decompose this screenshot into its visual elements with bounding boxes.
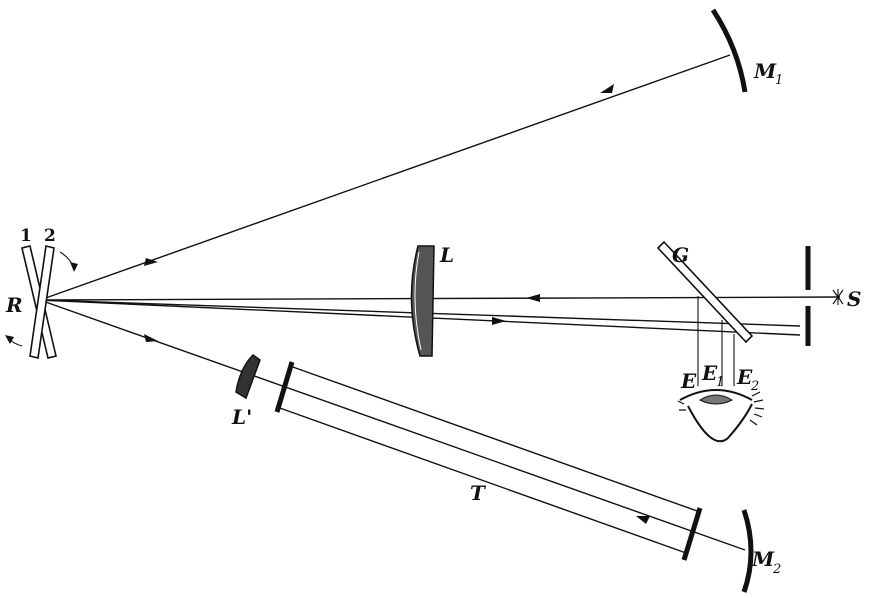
- arrow-r-m1-out: [144, 258, 158, 266]
- rotation-arrow-upper-head: [70, 262, 78, 272]
- arrow-m1-ray: [600, 84, 614, 93]
- label-beam-e2: E: [736, 365, 753, 389]
- tube-t: [274, 361, 703, 561]
- lens-l: [410, 245, 435, 357]
- mirror-m1: [710, 8, 748, 93]
- eye-icon: [677, 389, 765, 443]
- ray-r-to-m1: [39, 54, 731, 301]
- label-m2: M: [751, 547, 775, 571]
- plate-g: [656, 240, 754, 344]
- label-m1: M: [753, 59, 777, 83]
- arrow-main-left: [526, 294, 540, 302]
- tube-bottom-edge: [276, 406, 687, 554]
- observation-beams: [697, 296, 735, 386]
- label-rotator-r: R: [5, 293, 23, 317]
- rotator-plate-2: [29, 245, 55, 359]
- arrowheads: [144, 84, 650, 524]
- tube-end-left: [274, 361, 295, 413]
- label-rotator-plate-2: 2: [44, 226, 56, 246]
- label-beam-e2-sub: 2: [750, 379, 759, 394]
- mirror-m2: [741, 509, 754, 593]
- arrow-r-m2-out: [144, 334, 158, 342]
- tube-top-edge: [289, 365, 701, 513]
- label-lens-l: L: [439, 243, 454, 267]
- label-beam-e1: E: [701, 361, 718, 385]
- tube-end-right: [681, 507, 703, 561]
- label-lens-l-prime: L': [231, 405, 252, 429]
- lens-l-prime: [235, 354, 261, 400]
- rotation-arrow-lower-head: [5, 335, 14, 344]
- label-source-s: S: [847, 287, 861, 311]
- asterisk-icon: [832, 289, 844, 305]
- arrow-return-right: [492, 317, 506, 325]
- ray-r-to-m2: [39, 299, 746, 551]
- ray-r-to-source: [39, 296, 841, 301]
- rotator-r: [5, 245, 78, 359]
- label-plate-g: G: [672, 243, 689, 267]
- label-m2-sub: 2: [772, 562, 781, 577]
- label-rotator-plate-1: 1: [20, 226, 32, 246]
- label-beam-e1-sub: 1: [716, 375, 724, 390]
- label-tube-t: T: [470, 481, 487, 505]
- arrow-tube: [636, 516, 650, 524]
- labels: M 1 M 2 L L' T G S R 1 2 E E 1 E 2: [5, 59, 861, 577]
- label-m1-sub: 1: [775, 73, 783, 88]
- label-beam-e: E: [680, 369, 697, 393]
